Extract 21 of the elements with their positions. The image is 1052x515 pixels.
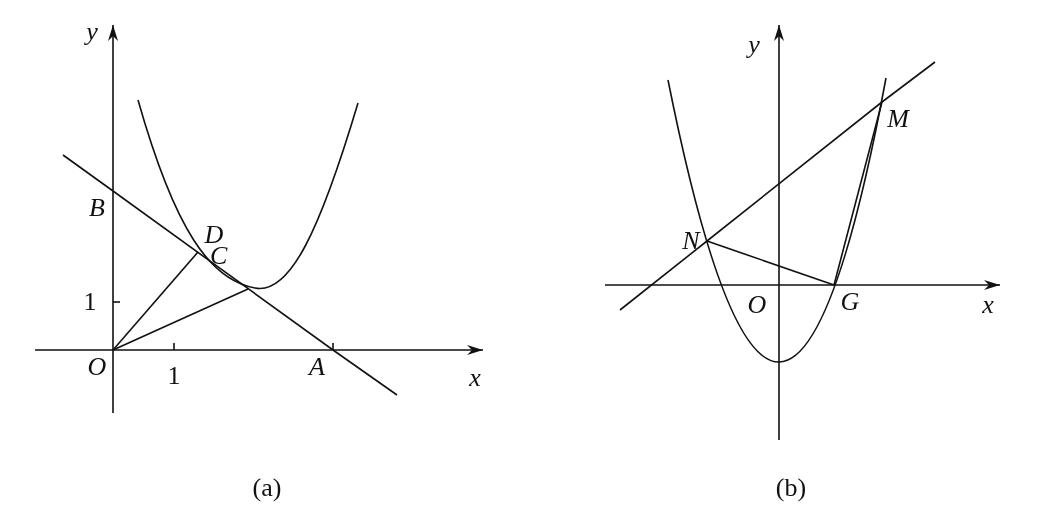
tick-label: 1 bbox=[166, 360, 182, 392]
point-label: B bbox=[81, 191, 113, 225]
axis-label: y bbox=[745, 29, 761, 61]
line-segment bbox=[706, 101, 883, 242]
figure-caption: (b) bbox=[774, 472, 808, 504]
point-label: O bbox=[81, 350, 113, 384]
line-segment bbox=[112, 190, 334, 351]
axis-label: y bbox=[83, 16, 99, 48]
point-label: N bbox=[675, 224, 707, 258]
point-label: G bbox=[834, 285, 866, 319]
point-label: M bbox=[882, 102, 914, 136]
axis-label: x bbox=[981, 289, 995, 321]
point-label: O bbox=[746, 289, 768, 321]
axis-label: x bbox=[468, 362, 482, 394]
line-segment bbox=[706, 240, 835, 286]
line-segment bbox=[112, 288, 249, 351]
point-label: A bbox=[301, 350, 333, 384]
line-segment bbox=[833, 101, 883, 286]
figure-caption: (a) bbox=[251, 472, 283, 504]
tick-label: 1 bbox=[82, 286, 98, 318]
line-segment bbox=[112, 251, 199, 351]
